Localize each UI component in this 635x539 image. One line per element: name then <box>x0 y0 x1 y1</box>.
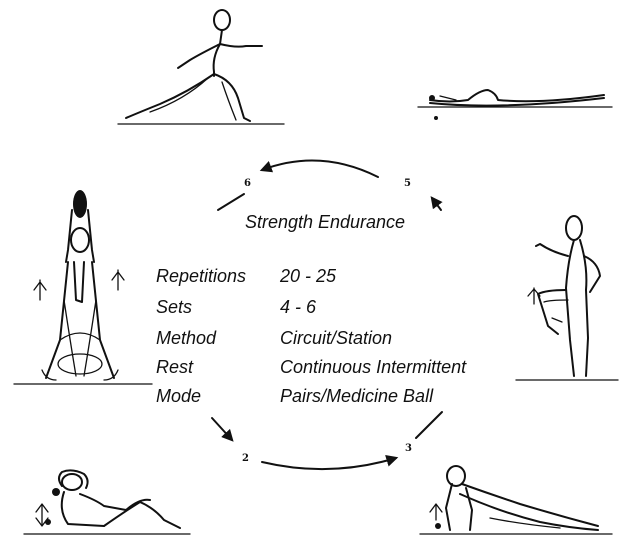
diagram-title: Strength Endurance <box>200 212 450 233</box>
arrow-2-to-3 <box>262 458 396 469</box>
overhead-ball-raise-figure-icon <box>14 190 152 384</box>
circuit-arrows <box>212 161 442 470</box>
parameter-value: 4 - 6 <box>280 297 316 318</box>
arrow-5-to-6 <box>262 161 378 177</box>
arrow-out-of-3 <box>416 412 442 438</box>
parameter-label: Method <box>156 328 216 349</box>
lunge-figure-icon <box>118 10 284 124</box>
parameter-value: Continuous Intermittent <box>280 357 466 378</box>
knee-raise-figure-icon <box>516 216 618 380</box>
sit-up-figure-icon <box>24 470 190 534</box>
step-number: 3 <box>405 443 412 454</box>
parameter-value: Circuit/Station <box>280 328 392 349</box>
prone-back-extension-figure-icon <box>418 90 612 120</box>
parameter-label: Mode <box>156 386 201 407</box>
parameter-label: Repetitions <box>156 266 246 287</box>
parameter-label: Sets <box>156 297 192 318</box>
arrow-into-2 <box>212 418 232 440</box>
step-number: 6 <box>244 178 251 189</box>
arrow-out-of-6 <box>218 194 244 210</box>
step-number: 5 <box>404 178 411 189</box>
step-number: 2 <box>242 453 249 464</box>
parameter-label: Rest <box>156 357 193 378</box>
push-up-figure-icon <box>420 466 612 534</box>
parameter-value: 20 - 25 <box>280 266 336 287</box>
parameter-value: Pairs/Medicine Ball <box>280 386 433 407</box>
arrow-into-5 <box>432 198 441 210</box>
